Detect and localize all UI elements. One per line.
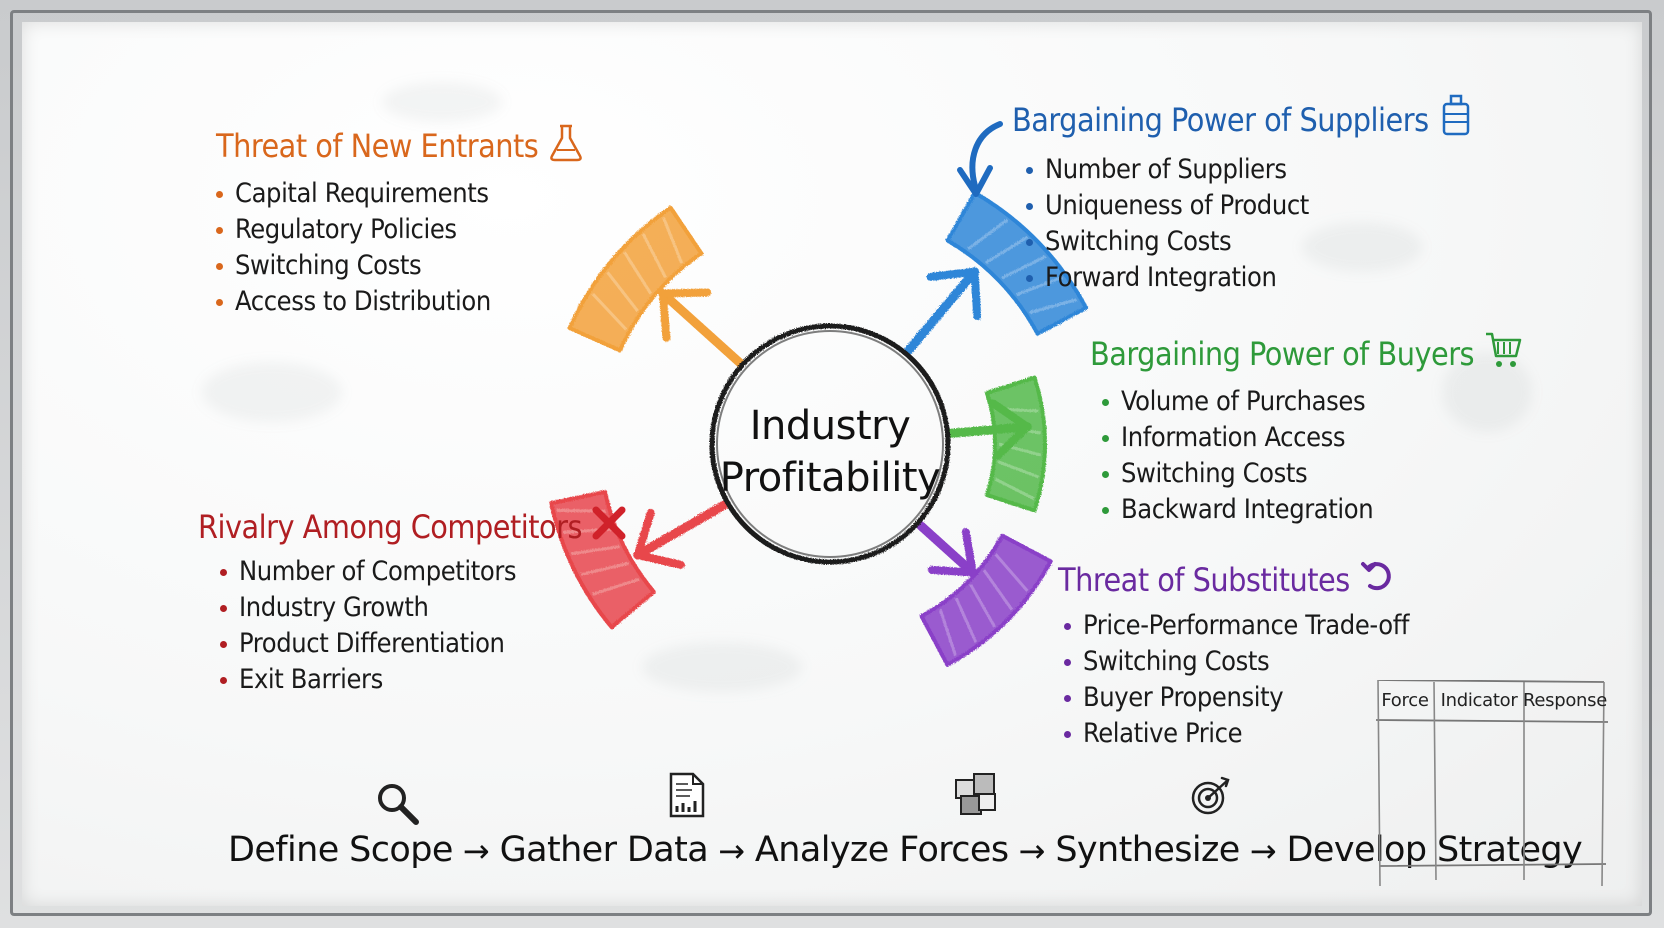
list-item: Forward Integration — [1026, 260, 1473, 296]
force-new-entrants: Threat of New Entrants Capital Requireme… — [216, 122, 584, 320]
process-step-label: Synthesize — [1055, 830, 1240, 870]
arrow-to-suppliers — [903, 267, 982, 356]
table-header-cell: Force — [1381, 689, 1429, 711]
process-step: Gather Data — [499, 772, 709, 870]
force-new-entrants-title: Threat of New Entrants — [216, 127, 539, 165]
arc-band-new-entrants — [567, 205, 704, 353]
puzzle-icon — [953, 770, 999, 825]
arrow-to-substitutes — [916, 521, 978, 577]
process-step-label: Develop Strategy — [1286, 830, 1583, 870]
indicator-table: Force Indicator Response — [1376, 680, 1608, 890]
process-step-label: Gather Data — [499, 830, 709, 870]
force-substitutes: Threat of Substitutes Price-Performance … — [1058, 558, 1409, 752]
table-header-cell: Indicator — [1440, 689, 1518, 711]
process-step: Define Scope — [228, 784, 453, 870]
list-item: Switching Costs — [1064, 644, 1409, 680]
center-label-line1: Industry — [749, 403, 911, 449]
force-buyers: Bargaining Power of Buyers Volume of Pur… — [1090, 330, 1522, 528]
process-step: Synthesize — [1055, 776, 1240, 870]
arc-band-suppliers — [945, 190, 1089, 336]
process-arrow: → — [1249, 832, 1277, 870]
process-step: Develop Strategy — [1287, 830, 1583, 870]
process-step-label: Analyze Forces — [754, 830, 1009, 870]
process-step-label: Define Scope — [228, 830, 453, 870]
document-chart-icon — [667, 772, 707, 827]
list-item: Industry Growth — [220, 590, 626, 626]
force-rivalry: Rivalry Among Competitors Number of Comp… — [198, 506, 626, 698]
list-item: Uniqueness of Product — [1026, 188, 1473, 224]
list-item: Number of Competitors — [220, 554, 626, 590]
arrow-to-new-entrants — [658, 288, 746, 369]
list-item: Regulatory Policies — [216, 212, 584, 248]
force-rivalry-title: Rivalry Among Competitors — [198, 508, 582, 546]
whiteboard-surface — [22, 22, 1642, 906]
table-header-cell: Response — [1522, 689, 1608, 711]
list-item: Information Access — [1102, 420, 1522, 456]
list-item: Exit Barriers — [220, 662, 626, 698]
list-item: Product Differentiation — [220, 626, 626, 662]
arc-band-substitutes — [919, 533, 1053, 667]
list-item: Volume of Purchases — [1102, 384, 1522, 420]
cross-icon — [592, 506, 626, 548]
process-step: Analyze Forces — [754, 773, 1009, 870]
cart-icon — [1484, 330, 1522, 378]
list-item: Price-Performance Trade-off — [1064, 608, 1409, 644]
force-suppliers: Bargaining Power of Suppliers Number of … — [1012, 94, 1473, 296]
center-label: Industry Profitability — [700, 400, 960, 504]
arc-band-rivalry — [549, 489, 656, 630]
list-item: Switching Costs — [1102, 456, 1522, 492]
list-item: Switching Costs — [1026, 224, 1473, 260]
force-buyers-title: Bargaining Power of Buyers — [1090, 335, 1475, 373]
table-header-row: Force Indicator Response — [1376, 680, 1608, 720]
force-substitutes-title: Threat of Substitutes — [1058, 561, 1350, 599]
arrow-to-buyers — [945, 399, 1032, 460]
process-arrow: → — [1018, 832, 1046, 870]
center-circle — [709, 323, 951, 565]
center-label-line2: Profitability — [719, 455, 941, 501]
flask-icon — [548, 122, 584, 170]
supplier-pointer-arrow — [969, 121, 1003, 189]
list-item: Access to Distribution — [216, 284, 584, 320]
list-item: Capital Requirements — [216, 176, 584, 212]
target-icon — [1190, 774, 1234, 827]
arrow-to-rivalry — [633, 500, 729, 569]
process-arrow: → — [718, 832, 745, 870]
stack-icon — [1439, 94, 1473, 146]
process-arrow: → — [462, 832, 490, 870]
process-flow: Define Scope → Gather Data → Analyze For… — [228, 772, 1583, 870]
list-item: Relative Price — [1064, 716, 1409, 752]
magnifier-icon — [374, 780, 420, 835]
list-item: Switching Costs — [216, 248, 584, 284]
list-item: Buyer Propensity — [1064, 680, 1409, 716]
list-item: Number of Suppliers — [1026, 152, 1473, 188]
list-item: Backward Integration — [1102, 492, 1522, 528]
cycle-icon — [1360, 558, 1396, 602]
force-suppliers-title: Bargaining Power of Suppliers — [1012, 101, 1429, 139]
